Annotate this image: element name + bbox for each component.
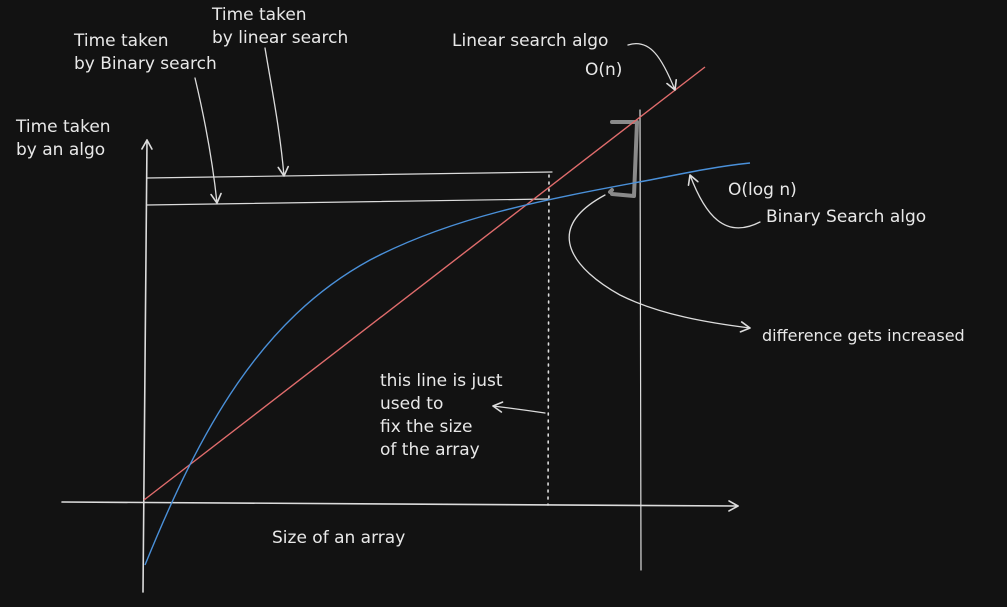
binary-time-line bbox=[146, 198, 549, 206]
binary-algo-label: Binary Search algo bbox=[766, 207, 926, 227]
pointer-binary-algo bbox=[687, 174, 761, 229]
pointer-linear-algo bbox=[627, 42, 678, 91]
binary-complexity-label: O(log n) bbox=[728, 180, 797, 200]
array-size-dotted-line bbox=[547, 174, 550, 506]
x-axis bbox=[61, 500, 739, 512]
pointer-difference bbox=[568, 194, 751, 333]
linear-algo-label: Linear search algo bbox=[452, 31, 608, 51]
x-axis-label: Size of an array bbox=[272, 528, 405, 548]
pointer-binary-time bbox=[194, 77, 222, 204]
linear-search-curve bbox=[143, 66, 706, 501]
difference-bracket bbox=[608, 120, 639, 198]
linear-time-line bbox=[146, 171, 553, 179]
linear-complexity-label: O(n) bbox=[585, 60, 622, 80]
right-vertical-line bbox=[639, 109, 642, 571]
difference-label: difference gets increased bbox=[762, 326, 965, 345]
binary-search-curve bbox=[144, 162, 751, 566]
fix-line-note: this line is just used to fix the size o… bbox=[380, 371, 508, 460]
linear-time-label: Time taken by linear search bbox=[211, 5, 348, 48]
pointer-fix-line bbox=[492, 401, 546, 414]
binary-time-label: Time taken by Binary search bbox=[73, 31, 217, 74]
y-axis bbox=[141, 139, 153, 593]
y-axis-label: Time taken by an algo bbox=[15, 117, 116, 160]
pointer-linear-time bbox=[264, 47, 290, 177]
